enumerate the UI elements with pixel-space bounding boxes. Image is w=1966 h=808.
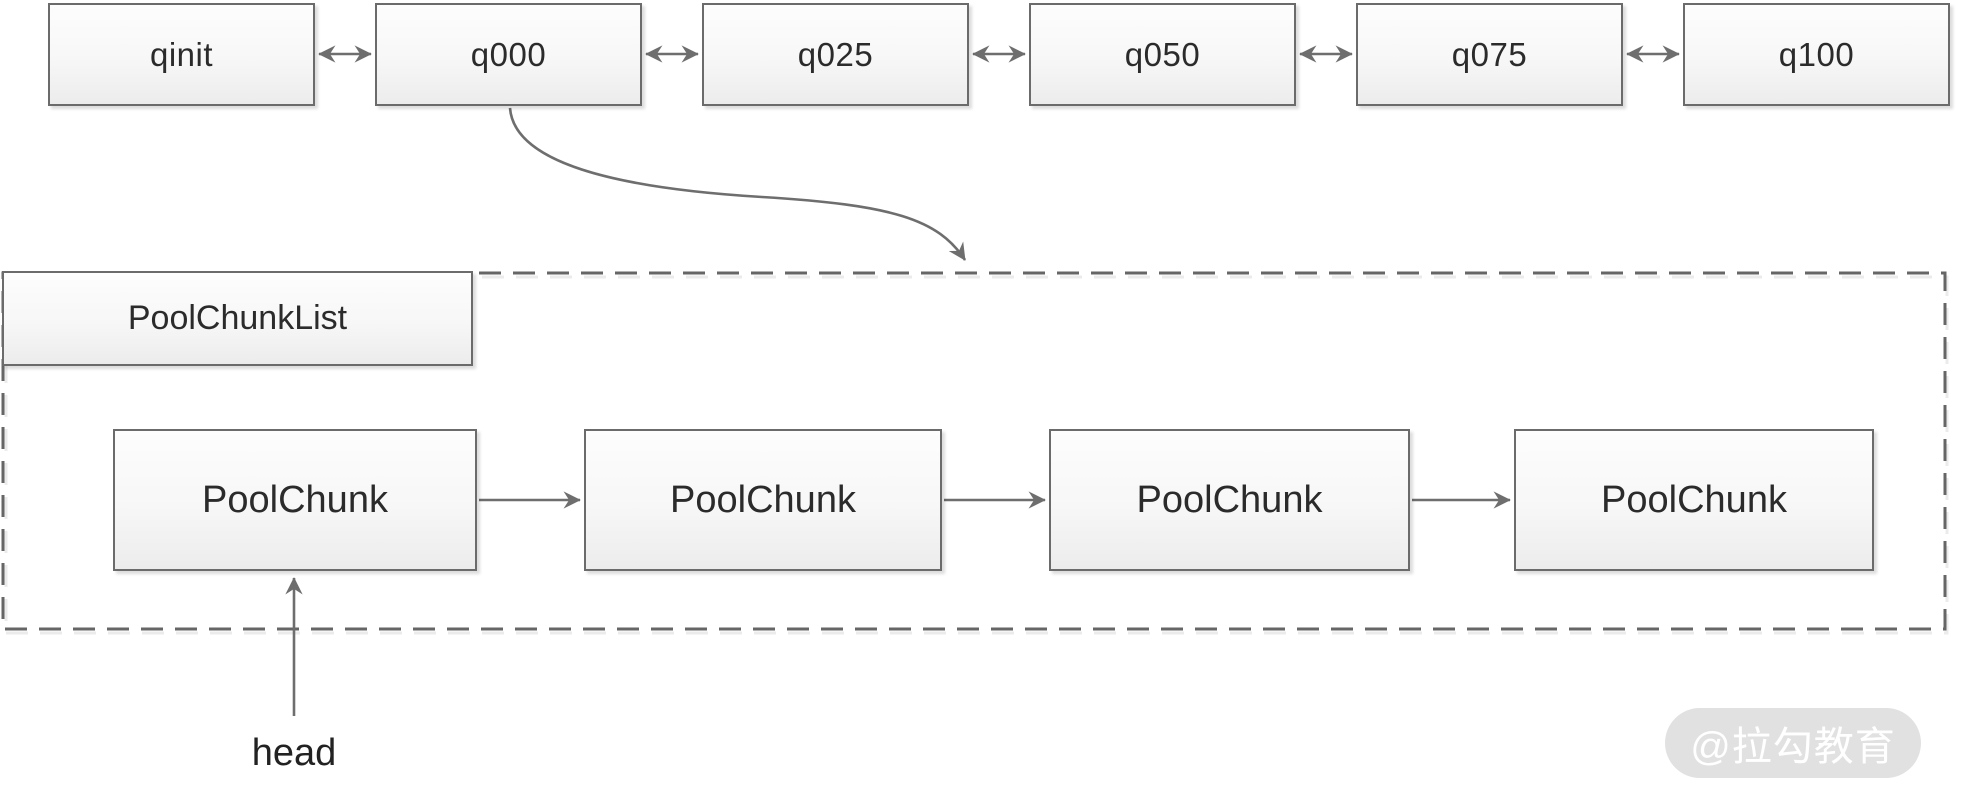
pool-chunk-list-label-box: PoolChunkList	[2, 271, 473, 366]
queue-node-qinit: qinit	[48, 3, 315, 106]
pool-chunk-box-3: PoolChunk	[1049, 429, 1410, 571]
queue-node-label: q025	[797, 35, 874, 73]
pool-chunk-label: PoolChunk	[1136, 478, 1323, 521]
queue-node-q050: q050	[1029, 3, 1296, 106]
queue-node-label: q000	[470, 35, 547, 73]
pool-chunk-label: PoolChunk	[670, 478, 856, 521]
pool-chunk-box-2: PoolChunk	[584, 429, 942, 571]
watermark-text: @拉勾教育	[1690, 725, 1896, 769]
q000-to-pool-arrow	[508, 107, 967, 261]
watermark-badge: @拉勾教育	[1665, 708, 1921, 778]
queue-node-q025: q025	[702, 3, 969, 106]
queue-node-q075: q075	[1356, 3, 1623, 106]
pool-chunk-box-1: PoolChunk	[113, 429, 477, 571]
pool-container-border	[1, 271, 1947, 631]
queue-node-label: q100	[1778, 35, 1855, 73]
pool-chunk-label: PoolChunk	[202, 478, 388, 521]
pool-chunk-label: PoolChunk	[1601, 478, 1787, 521]
queue-node-label: q075	[1451, 35, 1528, 73]
pool-container-border-shadow	[4, 275, 1949, 635]
pool-chunk-list-label: PoolChunkList	[127, 299, 348, 337]
queue-node-q100: q100	[1683, 3, 1950, 106]
queue-node-q000: q000	[375, 3, 642, 106]
pool-chunk-box-4: PoolChunk	[1514, 429, 1874, 571]
head-pointer-label: head	[251, 732, 337, 774]
queue-node-label: qinit	[149, 35, 214, 73]
queue-node-label: q050	[1124, 35, 1201, 73]
